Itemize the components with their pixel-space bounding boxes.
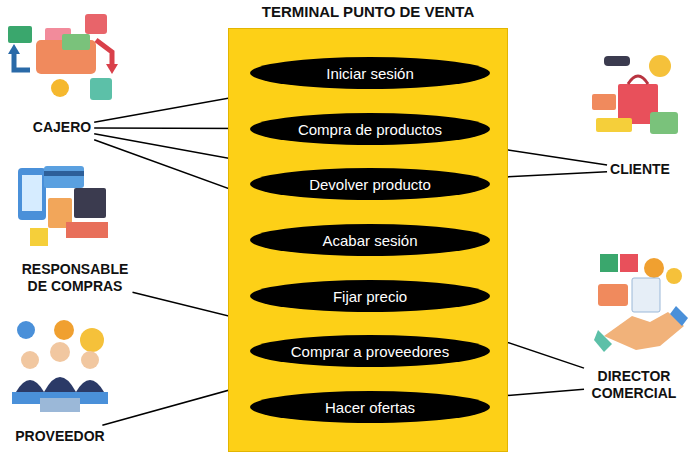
gear: [644, 258, 664, 278]
supplier-icon: [12, 320, 108, 412]
puzzle: [620, 254, 638, 272]
use-case-ellipse: Devolver producto: [250, 168, 490, 200]
gear: [54, 320, 74, 340]
box: [30, 228, 48, 246]
box: [66, 222, 108, 238]
use-case-ellipse: Iniciar sesión: [250, 57, 490, 89]
purchases-icon: [18, 166, 108, 246]
arrow-head: [8, 44, 20, 54]
arrow: [96, 40, 112, 66]
use-case-ellipse: Acabar sesión: [250, 224, 490, 256]
clipboard: [632, 278, 660, 312]
sleeve: [594, 330, 612, 352]
phone: [18, 168, 46, 220]
sunglasses: [604, 56, 630, 66]
actor-name: DIRECTOR COMERCIAL: [587, 368, 681, 403]
use-case-label: Iniciar sesión: [326, 65, 414, 82]
money-icon: [8, 14, 118, 100]
use-case-label: Devolver producto: [309, 176, 431, 193]
head: [21, 351, 39, 369]
use-case-label: Fijar precio: [333, 288, 407, 305]
suit: [76, 380, 104, 392]
laptop: [40, 398, 80, 412]
ellipse-fill: [250, 280, 490, 312]
bag: [74, 188, 106, 218]
coin: [51, 79, 69, 97]
bill: [62, 34, 90, 50]
ellipse-fill: [250, 57, 490, 89]
ellipse-fill: [250, 224, 490, 256]
actor-name: RESPONSABLE DE COMPRAS: [21, 261, 130, 296]
head: [50, 342, 70, 362]
bag-handle: [628, 76, 648, 84]
gear: [80, 328, 104, 352]
clock: [649, 55, 671, 77]
actor: RESPONSABLE DE COMPRAS: [18, 258, 133, 299]
handshake: [604, 312, 684, 350]
actor-name: PROVEEDOR: [15, 428, 104, 446]
puzzle: [600, 254, 618, 272]
customer-icon: [592, 55, 678, 134]
use-case-ellipse: Hacer ofertas: [250, 391, 490, 423]
use-case-ellipse: Fijar precio: [250, 280, 490, 312]
ellipse-fill: [250, 168, 490, 200]
bill: [85, 14, 107, 34]
card: [596, 118, 632, 132]
ellipse-fill: [250, 391, 490, 423]
bill: [8, 26, 32, 43]
gear: [666, 268, 682, 284]
card: [44, 166, 84, 188]
briefcase: [598, 284, 628, 306]
association-line: [94, 128, 250, 130]
bill: [90, 78, 112, 100]
head: [81, 351, 99, 369]
ellipse-fill: [250, 335, 490, 367]
like-bubble: [17, 321, 35, 339]
use-case-label: Compra de productos: [298, 121, 442, 138]
use-case-ellipse: Compra de productos: [250, 113, 490, 145]
use-case-label: Comprar a proveedores: [291, 343, 449, 360]
ellipse-fill: [250, 113, 490, 145]
actor: CLIENTE: [607, 158, 673, 182]
suit: [44, 377, 76, 392]
sleeve: [670, 306, 688, 326]
actor-name: CAJERO: [33, 119, 91, 137]
system-boundary: TERMINAL PUNTO DE VENTAIniciar sesiónCom…: [228, 28, 508, 452]
use-case-label: Hacer ofertas: [325, 399, 415, 416]
actor: DIRECTOR COMERCIAL: [584, 365, 684, 406]
use-case-label: Acabar sesión: [322, 232, 417, 249]
actor: PROVEEDOR: [12, 425, 107, 449]
actor-name: CLIENTE: [610, 161, 670, 179]
use-case-ellipse: Comprar a proveedores: [250, 335, 490, 367]
suit: [16, 380, 44, 392]
card: [592, 94, 616, 110]
wallet: [650, 112, 678, 134]
arrow-head: [106, 64, 118, 74]
system-title: TERMINAL PUNTO DE VENTA: [229, 3, 507, 20]
director-icon: [594, 254, 688, 352]
phone-screen: [22, 175, 42, 211]
actor: CAJERO: [30, 116, 94, 140]
line: [94, 127, 250, 129]
card-stripe: [44, 171, 84, 176]
